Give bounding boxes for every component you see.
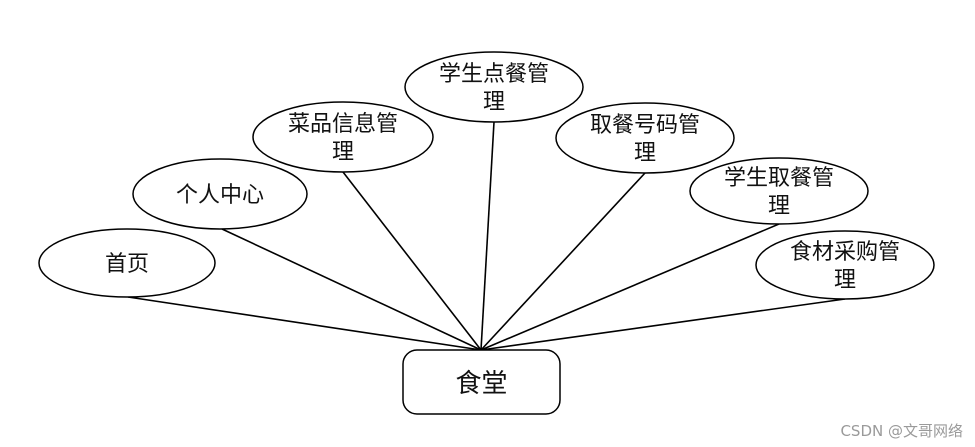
connector-dish-info-mgmt (342, 171, 482, 351)
connector-student-order-mgmt (480, 121, 495, 351)
node-ellipse (755, 230, 935, 300)
node-home: 首页 (38, 228, 216, 298)
node-label: 理 (634, 141, 656, 166)
entity-root: 食堂 (402, 349, 561, 415)
node-label: 取餐号码管 (590, 113, 700, 138)
node-label: 个人中心 (176, 183, 264, 208)
node-label: 首页 (105, 252, 149, 277)
entity-label: 食堂 (455, 369, 507, 399)
node-label: 学生取餐管 (724, 166, 834, 191)
node-label: 理 (834, 268, 856, 293)
node-ellipse (252, 101, 434, 173)
connector-home (127, 296, 482, 351)
node-ellipse (404, 51, 584, 123)
connector-ingredient-purchase-mgmt (480, 298, 846, 351)
connector-student-pickup-mgmt (480, 223, 780, 351)
connector-pickup-code-mgmt (480, 172, 646, 351)
node-ellipse (38, 228, 216, 298)
node-label: 理 (483, 90, 505, 115)
node-ellipse (689, 157, 869, 225)
node-label: 食材采购管 (790, 240, 900, 265)
node-label: 菜品信息管 (288, 112, 398, 137)
node-ellipse (555, 102, 735, 174)
node-ellipse (132, 158, 308, 230)
entity-box (402, 349, 561, 415)
node-label: 理 (332, 140, 354, 165)
connector-personal-center (221, 228, 482, 351)
node-label: 理 (768, 194, 790, 219)
node-label: 学生点餐管 (439, 62, 549, 87)
node-personal-center: 个人中心 (132, 158, 308, 230)
watermark: CSDN @文哥网络 (840, 422, 963, 440)
connector-lines (127, 121, 846, 351)
